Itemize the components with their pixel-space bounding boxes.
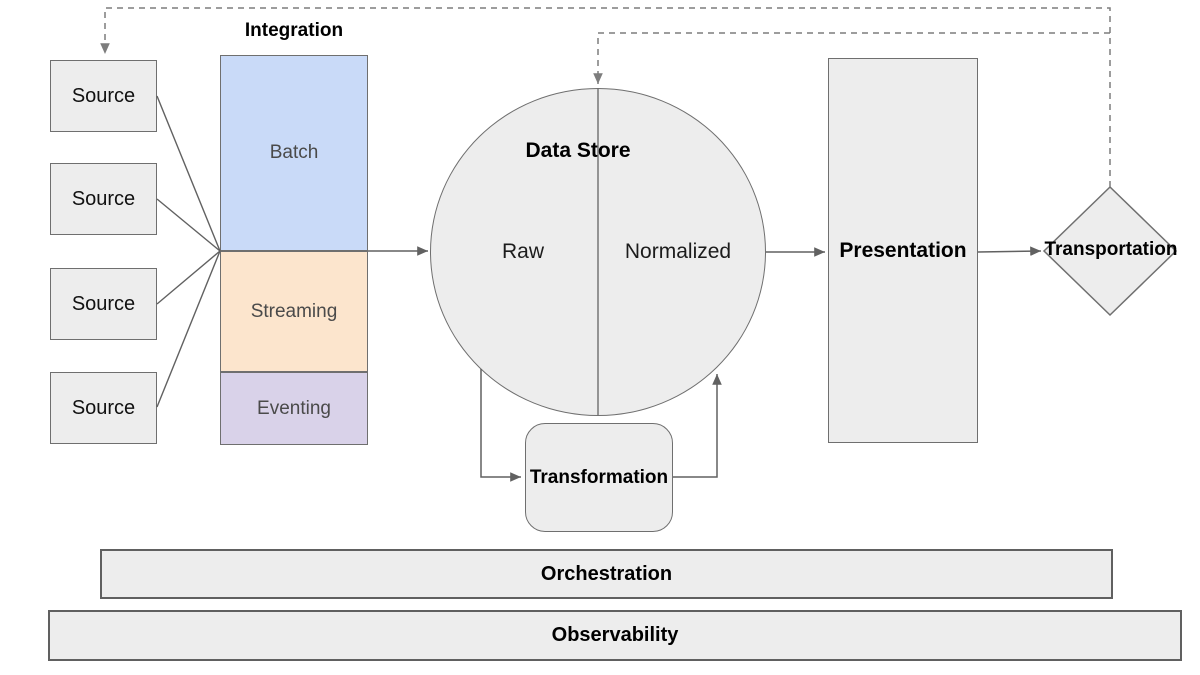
presentation-label: Presentation	[839, 239, 967, 262]
streaming-label: Streaming	[250, 300, 338, 322]
observability-bar: Observability	[48, 610, 1182, 661]
source-box-3: Source	[50, 268, 157, 340]
eventing-label: Eventing	[257, 397, 331, 419]
transformation-label: Transformation	[529, 466, 669, 488]
source2-to-integration-line	[156, 198, 221, 252]
source-label: Source	[71, 187, 136, 210]
source-label: Source	[71, 84, 136, 107]
source1-to-integration-line	[156, 95, 221, 252]
transportation-label: Transportation	[1044, 239, 1178, 260]
datastore-title: Data Store	[525, 139, 631, 162]
orchestration-label: Orchestration	[540, 562, 673, 585]
integration-heading: Integration	[244, 20, 344, 41]
observability-label: Observability	[551, 624, 679, 646]
source3-to-integration-line	[156, 250, 221, 305]
presentation-to-transportation-arrow	[977, 246, 1042, 256]
streaming-box: Streaming	[220, 251, 368, 372]
source-box-4: Source	[50, 372, 157, 444]
eventing-box: Eventing	[220, 372, 368, 445]
transformation-box: Transformation	[525, 423, 673, 532]
orchestration-bar: Orchestration	[100, 549, 1113, 599]
source-label: Source	[71, 292, 136, 315]
batch-box: Batch	[220, 55, 368, 251]
source-box-2: Source	[50, 163, 157, 235]
source-box-1: Source	[50, 60, 157, 132]
source4-to-integration-line	[156, 250, 221, 408]
normalized-label: Normalized	[624, 240, 732, 263]
batch-label: Batch	[269, 142, 319, 163]
raw-label: Raw	[501, 240, 544, 263]
source-label: Source	[71, 396, 136, 419]
